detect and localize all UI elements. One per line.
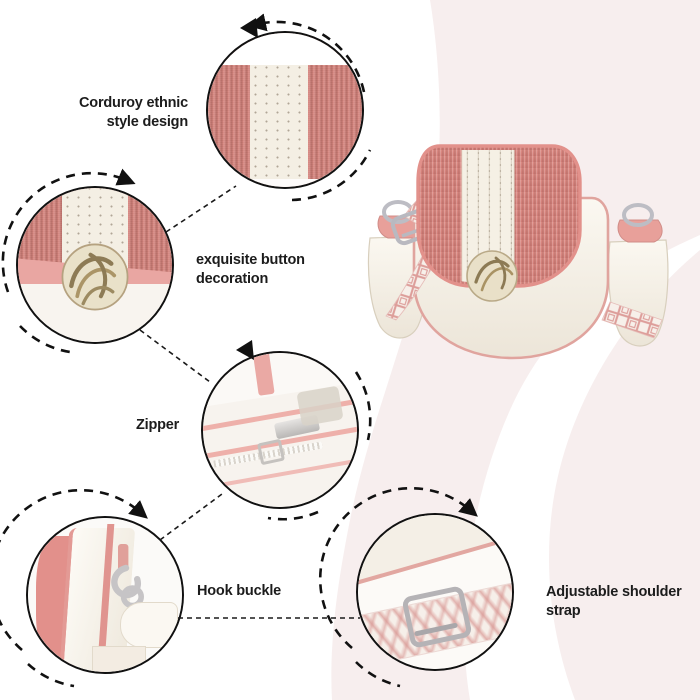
detail-circle-button[interactable] xyxy=(16,186,174,344)
blush-corner xyxy=(560,560,700,700)
detail-photo-adjustable-strap xyxy=(358,515,512,669)
label-adjustable-strap: Adjustable shoulder strap xyxy=(546,584,682,619)
label-hook-buckle: Hook buckle xyxy=(197,583,282,599)
detail-circle-adjustable-strap[interactable] xyxy=(356,513,514,671)
label-corduroy: Corduroy ethnic style design xyxy=(79,95,188,130)
detail-circle-hook-buckle[interactable] xyxy=(26,516,184,674)
detail-photo-hook-buckle xyxy=(28,518,182,672)
bag-illustration xyxy=(367,144,669,360)
detail-circle-corduroy[interactable] xyxy=(206,31,364,189)
main-product-image xyxy=(352,120,682,390)
label-zipper: Zipper xyxy=(136,417,180,433)
detail-photo-zipper xyxy=(203,353,357,507)
white-wedge xyxy=(464,235,700,700)
detail-photo-corduroy xyxy=(208,33,362,187)
label-button: exquisite button decoration xyxy=(196,252,305,287)
detail-photo-button xyxy=(18,188,172,342)
button-closeup xyxy=(61,243,129,311)
